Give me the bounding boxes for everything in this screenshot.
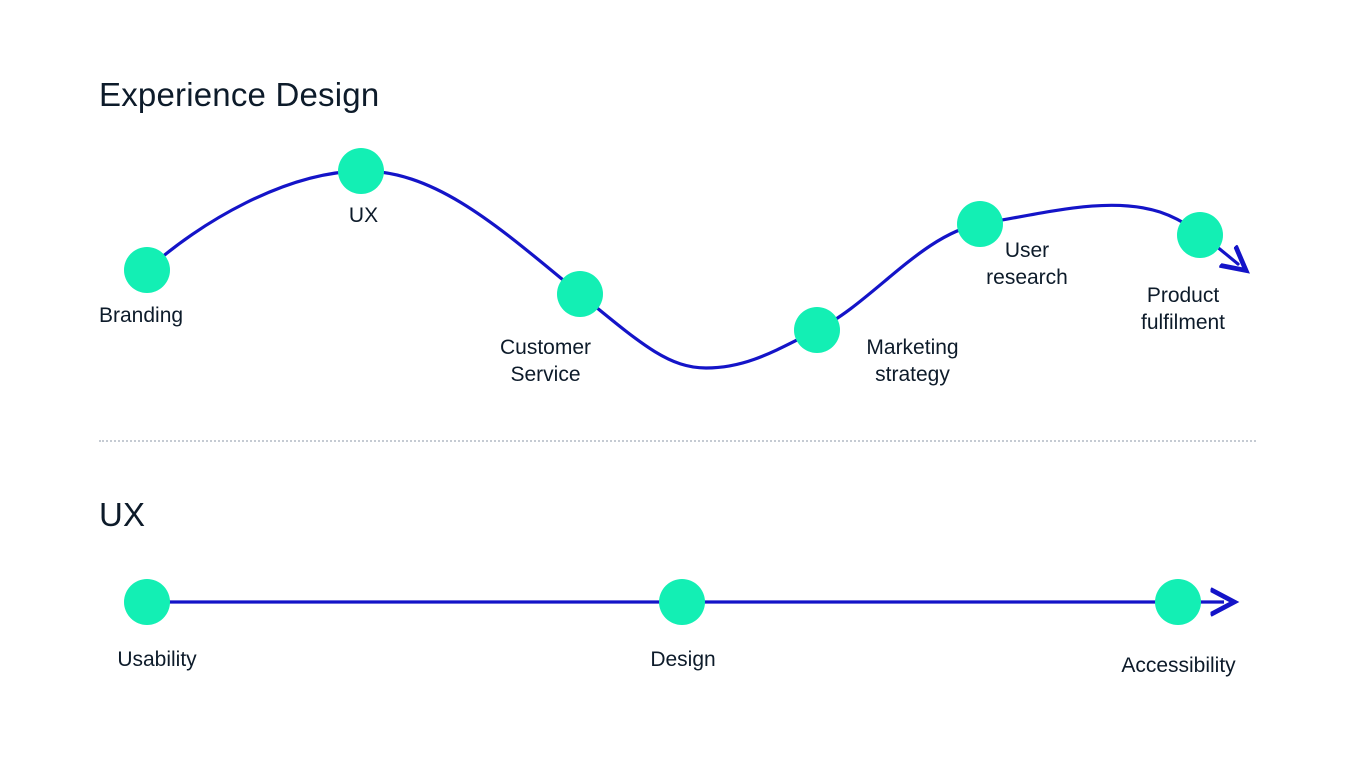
node-label-product-fulfilment: Product fulfilment (1140, 284, 1226, 334)
section-title-ux: UX (99, 496, 146, 533)
node-usability[interactable] (124, 579, 170, 625)
node-customer-service[interactable] (557, 271, 603, 317)
node-design[interactable] (659, 579, 705, 625)
node-label-customer-service: Customer Service (499, 336, 592, 386)
node-label-ux: UX (348, 204, 379, 227)
section-title-experience-design: Experience Design (99, 76, 380, 113)
node-label-marketing-strategy: Marketing strategy (866, 336, 959, 386)
node-label-usability: Usability (117, 648, 197, 671)
node-accessibility[interactable] (1155, 579, 1201, 625)
node-label-accessibility: Accessibility (1121, 654, 1236, 677)
node-user-research[interactable] (957, 201, 1003, 247)
node-label-branding: Branding (99, 304, 184, 327)
node-branding[interactable] (124, 247, 170, 293)
node-label-design: Design (650, 648, 716, 671)
node-ux[interactable] (338, 148, 384, 194)
section-divider (99, 440, 1256, 442)
node-label-user-research: User research (986, 239, 1068, 289)
node-product-fulfilment[interactable] (1177, 212, 1223, 258)
node-marketing-strategy[interactable] (794, 307, 840, 353)
